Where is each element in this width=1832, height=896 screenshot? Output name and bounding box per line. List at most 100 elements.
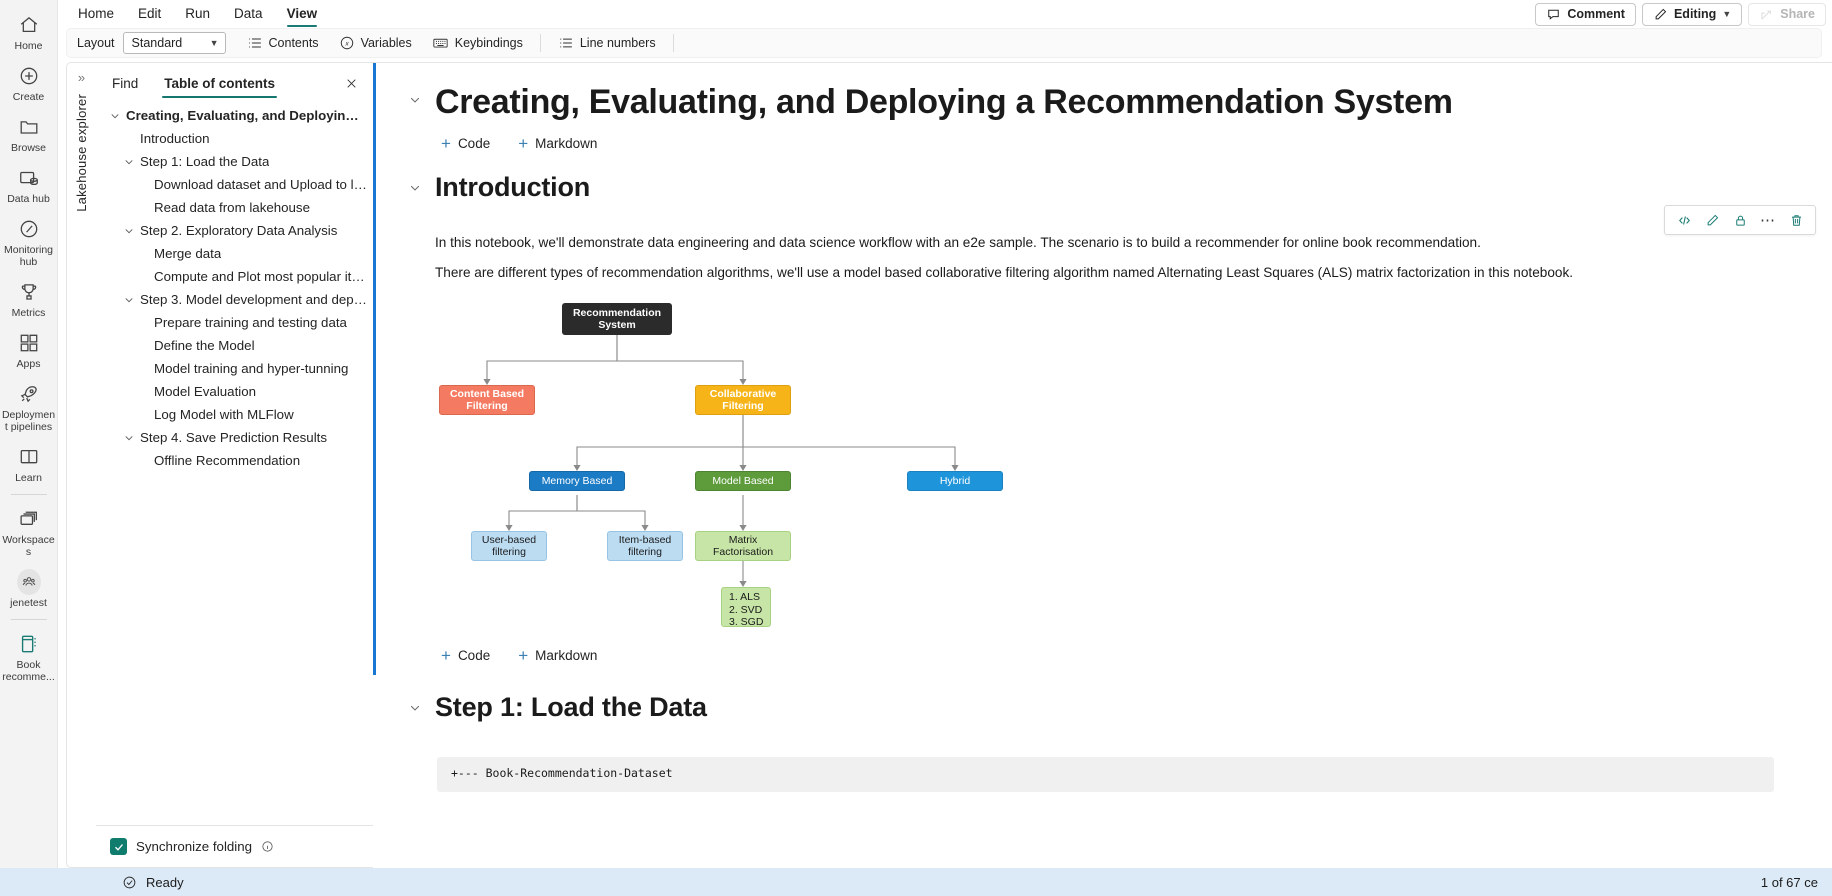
home-icon [17,13,41,37]
rail-label: Apps [16,358,41,370]
toc-item[interactable]: Step 2. Exploratory Data Analysis [96,219,373,242]
comment-button[interactable]: Comment [1535,2,1636,26]
layout-label: Layout [77,36,115,50]
toc-item-label: Offline Recommendation [154,453,301,468]
code-brackets-icon[interactable] [1671,208,1697,232]
algorithm-item: 3. SGD [729,616,764,628]
chevron-down-icon[interactable] [118,225,140,237]
rail-item-monitoring-hub[interactable]: Monitoring hub [0,210,57,273]
chevron-down-icon[interactable] [104,110,126,122]
synchronize-folding-checkbox[interactable] [110,838,127,855]
add-markdown-cell-button[interactable]: + Markdown [514,134,601,153]
contents-button[interactable]: Contents [238,31,328,55]
diagram-node-hybrid: Hybrid [907,471,1003,491]
editing-mode-button[interactable]: Editing ▼ [1641,2,1743,26]
rail-item-metrics[interactable]: Metrics [0,273,57,324]
toc-item-label: Introduction [140,131,210,146]
variables-button[interactable]: x Variables [330,31,421,55]
status-text: Ready [146,874,184,890]
toc-item-label: Read data from lakehouse [154,200,310,215]
toc-item[interactable]: Log Model with MLFlow [96,403,373,426]
code-output-block[interactable]: +--- Book-Recommendation-Dataset [437,757,1774,792]
layout-select[interactable]: Standard ▼ [122,32,226,54]
variables-label: Variables [360,36,412,50]
toc-item[interactable]: Download dataset and Upload to lakeh… [96,173,373,196]
diagram-node-content-based-filtering: Content Based Filtering [439,385,535,415]
ribbon-wrapper: Layout Standard ▼ Contents x [58,28,1832,62]
toc-item[interactable]: Compute and Plot most popular items [96,265,373,288]
menu-item-home[interactable]: Home [78,5,115,21]
add-markdown-cell-button[interactable]: + Markdown [514,646,601,665]
info-icon[interactable] [261,840,274,853]
toc-item[interactable]: Define the Model [96,334,373,357]
toc-item[interactable]: Read data from lakehouse [96,196,373,219]
svg-text:x: x [344,41,349,48]
content-area: » Lakehouse explorer Find Table of conte… [58,62,1832,868]
ribbon-divider [672,34,674,52]
rail-item-apps[interactable]: Apps [0,324,57,375]
plus-icon: + [441,645,451,665]
rail-item-home[interactable]: Home [0,6,57,57]
notebook-canvas: Creating, Evaluating, and Deploying a Re… [373,62,1832,868]
toc-item[interactable]: Prepare training and testing data [96,311,373,334]
ellipsis-icon[interactable]: ⋯ [1760,212,1776,229]
rail-label: Deployment pipelines [1,409,56,433]
menu-item-edit[interactable]: Edit [138,5,162,21]
menu-item-data[interactable]: Data [234,5,263,21]
trash-icon[interactable] [1783,208,1809,232]
toc-item[interactable]: Creating, Evaluating, and Deployin… [96,104,373,127]
chevron-double-right-icon[interactable]: » [77,70,86,85]
add-code-cell-button[interactable]: + Code [437,134,494,153]
chevron-down-icon[interactable] [118,156,140,168]
cell-body: Creating, Evaluating, and Deploying a Re… [435,79,1832,155]
keybindings-button[interactable]: Keybindings [423,31,532,55]
rail-item-workspaces[interactable]: Workspaces [0,500,57,563]
collapse-cell-caret[interactable] [395,167,435,667]
rail-item-deployment-pipelines[interactable]: Deployment pipelines [0,375,57,438]
rail-item-book-recommendation[interactable]: Book recomme... [0,625,57,688]
tab-table-of-contents[interactable]: Table of contents [162,73,277,98]
toc-item[interactable]: Model training and hyper-tunning [96,357,373,380]
toc-item[interactable]: Introduction [96,127,373,150]
rail-label: Home [14,40,43,52]
toc-item-label: Log Model with MLFlow [154,407,294,422]
chevron-down-icon[interactable] [118,294,140,306]
lakehouse-explorer-label[interactable]: Lakehouse explorer [74,94,89,212]
toc-item[interactable]: Model Evaluation [96,380,373,403]
add-markdown-label: Markdown [535,648,598,663]
rail-item-create[interactable]: Create [0,57,57,108]
toc-item[interactable]: Step 1: Load the Data [96,150,373,173]
toc-item[interactable]: Merge data [96,242,373,265]
add-code-cell-button[interactable]: + Code [437,646,494,665]
rail-item-jenetest[interactable]: jenetest [0,563,57,614]
rail-item-data-hub[interactable]: Data hub [0,159,57,210]
rail-item-browse[interactable]: Browse [0,108,57,159]
menu-item-run[interactable]: Run [185,5,211,21]
collapse-cell-caret[interactable] [395,79,435,155]
pencil-icon[interactable] [1699,208,1725,232]
menu-item-view[interactable]: View [275,2,330,27]
diagram-node-algorithm-list: 1. ALS 2. SVD 3. SGD [721,587,771,628]
synchronize-folding-row: Synchronize folding [96,825,373,867]
chevron-down-icon[interactable] [118,432,140,444]
menu-bar: Home Edit Run Data View Comment [58,0,1832,28]
toc-item[interactable]: Step 4. Save Prediction Results [96,426,373,449]
tab-find[interactable]: Find [112,76,139,91]
rail-item-learn[interactable]: Learn [0,438,57,489]
toc-item[interactable]: Step 3. Model development and deploy [96,288,373,311]
plus-icon: + [518,645,529,665]
close-icon[interactable] [341,73,361,93]
line-numbers-button[interactable]: Line numbers [549,31,665,55]
status-bar: Ready 1 of 67 ce [0,868,1832,896]
lakehouse-explorer-strip[interactable]: » Lakehouse explorer [66,62,96,868]
comment-label: Comment [1567,7,1625,21]
share-button[interactable]: Share [1748,2,1826,26]
toc-item[interactable]: Offline Recommendation [96,449,373,472]
collapse-cell-caret[interactable] [395,687,435,792]
trophy-icon [17,280,41,304]
lock-icon[interactable] [1727,208,1753,232]
cell-body: Introduction [435,167,1832,667]
contents-label: Contents [268,36,319,50]
add-code-label: Code [457,648,491,663]
